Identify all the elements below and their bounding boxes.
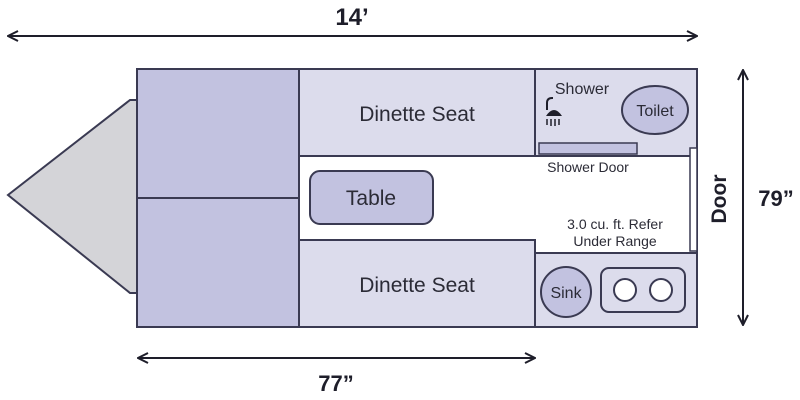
toilet [621, 85, 689, 135]
front-compartment-top [136, 68, 300, 199]
entry-door [689, 147, 698, 252]
shower-head-icon [546, 97, 562, 126]
front-compartment-bottom [136, 197, 300, 328]
length-dimension-label: 14’ [335, 4, 368, 31]
dinette-seat-bottom [298, 239, 536, 328]
shower-door-label: Shower Door [547, 159, 629, 175]
dinette-seat-top [298, 68, 536, 157]
shower-door [538, 142, 638, 155]
table [309, 170, 434, 225]
toilet-label: Toilet [636, 103, 674, 120]
width-dimension-label: 79” [758, 186, 793, 211]
refer-label-line1: 3.0 cu. ft. Refer [567, 216, 663, 232]
shower-label: Shower [555, 81, 610, 98]
dinette-seat-top-label: Dinette Seat [359, 103, 475, 126]
stove-burner-left [613, 278, 637, 302]
refer-label-line2: Under Range [573, 233, 656, 249]
door-label: Door [708, 175, 731, 224]
interior-dimension-label: 77” [318, 371, 353, 396]
sink-label: Sink [550, 285, 582, 302]
sink [540, 266, 592, 318]
table-label: Table [346, 187, 396, 210]
dinette-seat-bottom-label: Dinette Seat [359, 274, 475, 297]
stove-burner-right [649, 278, 673, 302]
trailer-hitch [6, 99, 138, 294]
